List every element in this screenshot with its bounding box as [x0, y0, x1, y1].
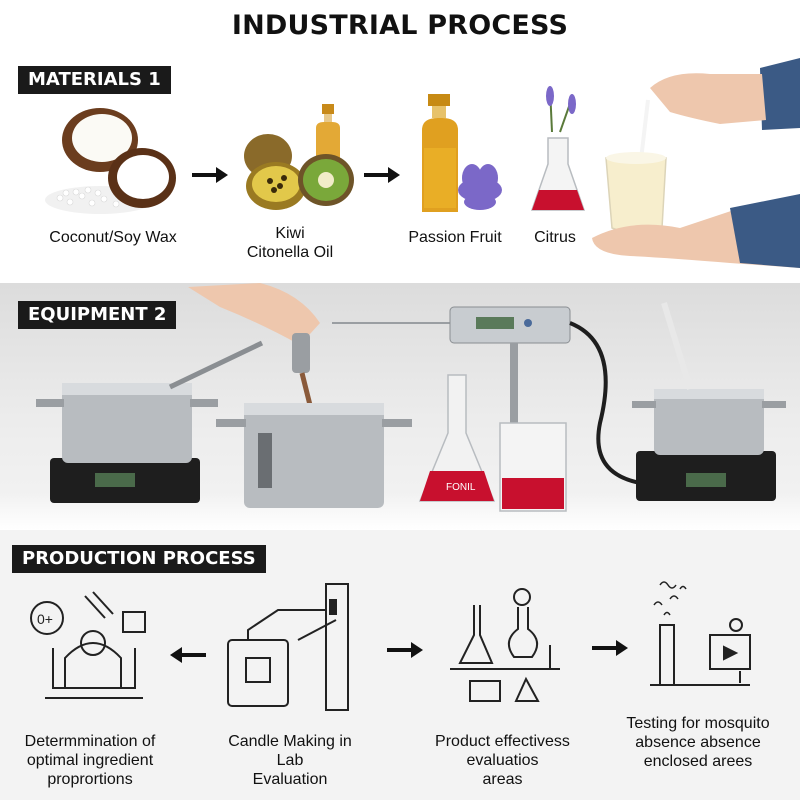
caption-line: proprortions: [47, 771, 133, 788]
caption-line: Citonella Oil: [246, 244, 334, 261]
material-caption: Citrus: [534, 229, 576, 246]
caption-line: evaluatios: [466, 752, 539, 769]
arrow-left-icon: [170, 647, 206, 663]
lab-equipment-image: [36, 283, 786, 512]
caption-line: Determmination of: [24, 733, 156, 750]
production-label: PRODUCTION PROCESS: [12, 545, 266, 573]
material-caption: Coconut/Soy Wax: [49, 229, 177, 246]
svg-text:0+: 0+: [37, 611, 53, 627]
effectiveness-evaluation-icon: [450, 588, 560, 702]
caption-line: areas: [482, 771, 523, 788]
step-caption: Candle Making in Lab Evaluation: [205, 732, 375, 789]
flask-label: FONIL: [446, 482, 476, 493]
caption-line: Product effectivess: [435, 733, 570, 750]
kiwi-oil-image: [244, 104, 354, 210]
caption-line: Evaluation: [252, 771, 328, 788]
arrow-right-icon: [192, 167, 228, 183]
oil-bottle-lavender-image: [422, 94, 502, 212]
citrus-flask-image: [530, 86, 586, 211]
material-caption: Passion Fruit: [408, 229, 502, 246]
caption-line: enclosed arees: [643, 753, 753, 770]
coconut-wax-image: [45, 108, 176, 214]
caption-line: Candle Making in: [228, 733, 352, 750]
hand-candle-image: [592, 58, 800, 268]
material-caption: Kiwi Citonella Oil: [230, 224, 350, 262]
step-caption: Product effectivess evaluatios areas: [415, 732, 590, 789]
ingredient-proportions-icon: 0+: [30, 591, 146, 699]
caption-line: Lab: [276, 752, 304, 769]
materials-label: MATERIALS 1: [18, 66, 171, 94]
equipment-label: EQUIPMENT 2: [18, 301, 177, 329]
mosquito-testing-icon: [650, 581, 751, 686]
page-title: INDUSTRIAL PROCESS: [231, 10, 569, 41]
caption-line: Kiwi: [275, 225, 305, 242]
production-section: [0, 530, 800, 800]
caption-line: Testing for mosquito: [626, 715, 770, 732]
step-caption: Determmination of optimal ingredient pro…: [5, 732, 175, 789]
caption-line: absence absence: [635, 734, 761, 751]
candle-making-icon: [227, 583, 349, 711]
arrow-right-icon: [592, 640, 628, 656]
caption-line: optimal ingredient: [26, 752, 154, 769]
arrow-right-icon: [364, 167, 400, 183]
arrow-right-icon: [387, 642, 423, 658]
step-caption: Testing for mosquito absence absence enc…: [608, 714, 788, 771]
